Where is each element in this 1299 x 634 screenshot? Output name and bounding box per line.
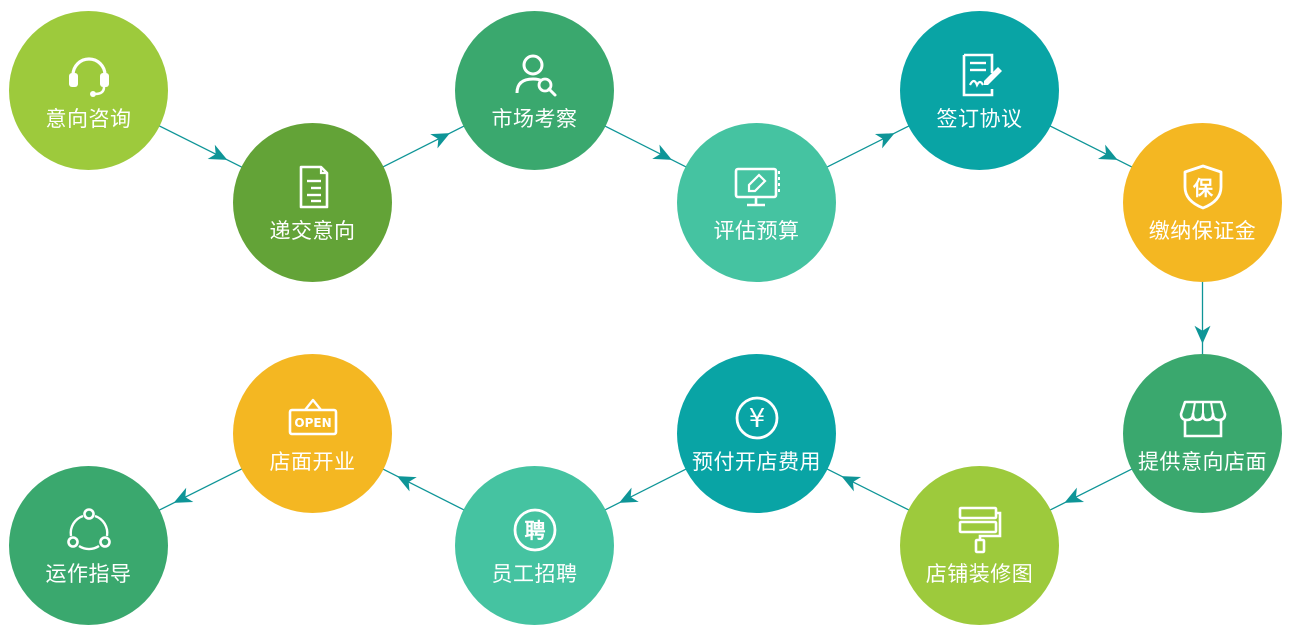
contract-sign-icon <box>962 53 1002 97</box>
connector-line <box>381 124 466 169</box>
share-cycle-icon <box>66 508 111 551</box>
open-text: OPEN <box>294 416 331 430</box>
document-icon <box>299 165 328 209</box>
step-decoration-design: 店铺装修图 <box>900 466 1059 625</box>
connector-line <box>603 467 688 512</box>
shield-char: 保 <box>1192 176 1214 200</box>
yen-char: ¥ <box>748 404 765 434</box>
connector-line <box>603 124 688 169</box>
step-provide-storefront: 提供意向店面 <box>1123 354 1282 513</box>
connector-arrow <box>1064 487 1085 503</box>
step-operation-guidance: 运作指导 <box>9 466 168 625</box>
step-label: 店铺装修图 <box>925 561 1034 586</box>
connector-arrow <box>430 133 450 149</box>
connector-line <box>1048 467 1134 512</box>
storefront-icon <box>1179 400 1226 438</box>
open-sign-icon: OPEN <box>288 398 337 436</box>
step-label: 店面开业 <box>269 449 356 474</box>
connector-arrow <box>1097 144 1118 160</box>
recruit-char: 聘 <box>524 519 545 543</box>
headset-icon <box>68 57 109 97</box>
step-label: 预付开店费用 <box>692 449 821 474</box>
connector-arrow <box>173 487 194 503</box>
step-label: 提供意向店面 <box>1138 449 1267 474</box>
connector-arrow <box>652 144 672 160</box>
connector-line <box>825 467 911 512</box>
step-staff-recruitment: 聘 员工招聘 <box>455 466 614 625</box>
connector-line <box>157 124 244 169</box>
yen-coin-icon: ¥ <box>735 396 778 440</box>
step-label: 市场考察 <box>491 106 578 131</box>
step-label: 缴纳保证金 <box>1148 218 1257 243</box>
monitor-pen-icon <box>734 167 780 207</box>
connector-arrow <box>207 144 228 160</box>
step-label: 意向咨询 <box>45 106 132 131</box>
step-label: 签订协议 <box>936 106 1023 131</box>
step-label: 递交意向 <box>269 218 356 243</box>
connector-arrow <box>619 487 639 503</box>
shield-bao-icon: 保 <box>1183 164 1222 210</box>
step-label: 评估预算 <box>713 218 800 243</box>
step-label: 运作指导 <box>45 561 132 586</box>
step-prepay-opening-fee: ¥ 预付开店费用 <box>677 354 836 513</box>
step-pay-deposit: 保 缴纳保证金 <box>1123 123 1282 282</box>
connector-arrow <box>1194 325 1211 344</box>
connector-line <box>825 124 911 169</box>
step-label: 员工招聘 <box>491 561 578 586</box>
connector-line <box>1048 124 1134 169</box>
recruit-pin-icon: 聘 <box>513 508 556 552</box>
step-submit-intent: 递交意向 <box>233 123 392 282</box>
step-budget-estimate: 评估预算 <box>677 123 836 282</box>
connector-line <box>157 467 244 512</box>
paint-roller-icon <box>958 506 1001 554</box>
step-sign-agreement: 签订协议 <box>900 11 1059 170</box>
step-market-survey: 市场考察 <box>455 11 614 170</box>
step-intent-consult: 意向咨询 <box>9 11 168 170</box>
connector-arrow <box>841 476 862 492</box>
connector-arrow <box>874 133 895 149</box>
user-search-icon <box>515 54 556 97</box>
connector-arrow <box>397 476 417 492</box>
connector-line <box>381 467 466 512</box>
step-store-opening: OPEN 店面开业 <box>233 354 392 513</box>
